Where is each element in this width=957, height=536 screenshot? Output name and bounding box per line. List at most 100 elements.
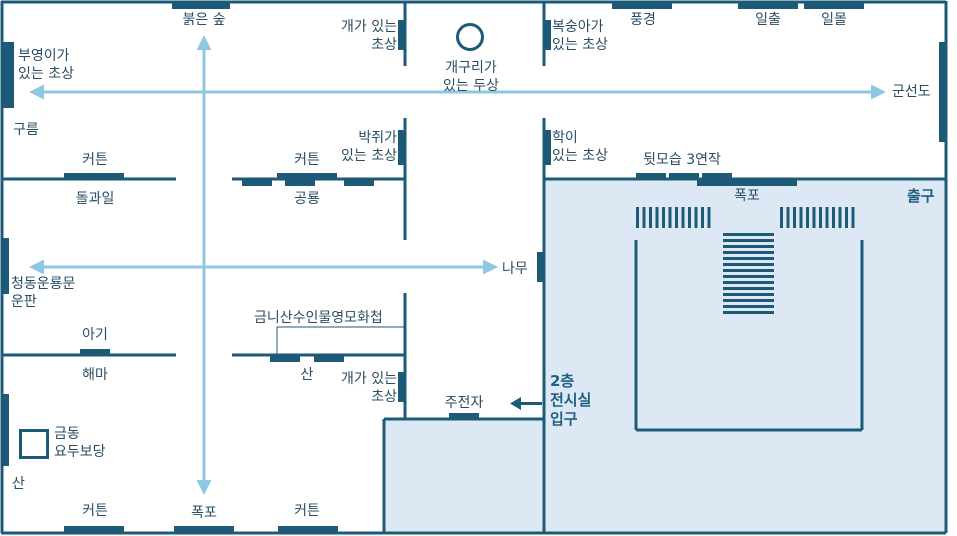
display-case-stripe	[723, 275, 774, 278]
callout-leader-line	[276, 326, 405, 356]
label-san-left: 산	[12, 476, 25, 492]
display-case-stripe	[688, 207, 691, 228]
display-case-stripe	[851, 207, 855, 228]
label-namu: 나무	[502, 261, 528, 277]
display-case-stripe	[723, 305, 774, 308]
display-case-stripe	[723, 311, 774, 314]
label-san-mid: 산	[300, 367, 314, 383]
display-case-stripe	[642, 207, 646, 228]
artwork-mark	[537, 252, 544, 282]
artwork-mark	[804, 2, 864, 9]
display-case-stripe	[793, 207, 796, 228]
label-buyeong: 부영이가 있는 초상	[18, 48, 74, 82]
artwork-mark	[398, 20, 405, 50]
artwork-mark	[398, 372, 405, 402]
label-pokpo-bottom: 폭포	[191, 505, 217, 521]
artwork-mark	[449, 413, 479, 420]
display-case-stripe	[675, 207, 678, 228]
artwork-mark	[544, 20, 551, 50]
label-gaeguri: 개구리가 있는 두상	[443, 60, 499, 94]
label-gongnyong: 공룡	[294, 191, 320, 207]
label-ilmol: 일몰	[821, 12, 847, 28]
display-case-stripe	[838, 207, 842, 228]
label-bakjwi: 박쥐가 있는 초상	[341, 130, 397, 164]
display-case-stripe	[662, 207, 665, 228]
display-case-stripe	[723, 233, 774, 236]
display-case-left	[636, 207, 711, 228]
label-jujeonja: 주전자	[444, 395, 484, 411]
display-case-stripe	[723, 269, 774, 272]
display-case-stripe	[786, 207, 790, 228]
display-case-stripe	[832, 207, 835, 228]
label-gae-top: 개가 있는 초상	[341, 19, 397, 53]
artwork-mark	[738, 2, 798, 9]
entrance-arrow-shaft	[520, 402, 542, 405]
artwork-mark	[80, 349, 110, 356]
label-hak: 학이 있는 초상	[552, 130, 608, 164]
artwork-mark	[64, 173, 124, 180]
label-ilchul: 일출	[755, 12, 781, 28]
label-gunseondo: 군선도	[892, 84, 931, 100]
label-entrance-2f: 2층 전시실 입구	[550, 372, 592, 428]
label-pokpo-top: 폭포	[734, 188, 760, 204]
display-case-stripe	[845, 207, 848, 228]
display-case-right	[780, 207, 855, 228]
artwork-mark	[2, 42, 14, 108]
artwork-mark	[697, 179, 797, 186]
label-punggyeong: 풍경	[630, 12, 656, 28]
artwork-mark	[277, 173, 337, 180]
artwork-mark	[174, 526, 234, 533]
artwork-mark	[398, 130, 405, 165]
artwork-mark	[314, 355, 344, 362]
artwork-mark	[285, 179, 315, 186]
label-dwinmoseup: 뒷모습 3연작	[643, 152, 721, 168]
display-case-stripe	[668, 207, 672, 228]
display-case-center	[723, 233, 774, 314]
exhibition-hall-fill	[544, 180, 946, 533]
label-dolgwail: 돌과일	[75, 191, 115, 207]
artwork-mark	[242, 179, 272, 186]
display-case-stripe	[723, 293, 774, 296]
display-case-stripe	[723, 299, 774, 302]
artwork-mark	[636, 173, 666, 180]
artwork-mark	[612, 2, 672, 9]
display-case-stripe	[655, 207, 659, 228]
label-agi: 아기	[82, 327, 108, 343]
label-geumni: 금니산수인물영모화첩	[254, 310, 383, 326]
label-bulgeun-sup: 붉은 숲	[182, 12, 226, 28]
label-cheongdong: 청동운룡문 운판	[11, 276, 76, 310]
circle-icon	[456, 23, 484, 51]
artwork-mark	[939, 42, 946, 142]
label-geumdong: 금동 요두보당	[54, 426, 106, 460]
label-gae-bottom: 개가 있는 초상	[341, 371, 397, 405]
display-case-stripe	[825, 207, 829, 228]
display-case-stripe	[694, 207, 698, 228]
artwork-mark	[344, 179, 374, 186]
display-case-stripe	[799, 207, 803, 228]
display-case-stripe	[649, 207, 652, 228]
display-case-stripe	[701, 207, 704, 228]
display-case-stripe	[707, 207, 711, 228]
display-case-stripe	[723, 239, 774, 242]
label-curtain-bottom-left: 커튼	[82, 503, 108, 519]
display-case-stripe	[636, 207, 639, 228]
display-case-stripe	[681, 207, 685, 228]
entrance-arrow-head	[510, 397, 521, 410]
label-boksunga: 복숭아가 있는 초상	[552, 19, 608, 53]
display-case-stripe	[806, 207, 809, 228]
display-case-stripe	[812, 207, 816, 228]
artwork-mark	[270, 355, 300, 362]
display-case-stripe	[819, 207, 822, 228]
display-case-stripe	[723, 281, 774, 284]
artwork-mark	[669, 173, 699, 180]
artwork-mark	[2, 394, 9, 466]
display-case-stripe	[723, 257, 774, 260]
square-icon	[19, 429, 49, 459]
label-curtain-mid-top: 커튼	[294, 152, 320, 168]
artwork-mark	[544, 130, 551, 165]
entrance-room-fill	[384, 419, 544, 533]
artwork-mark	[702, 173, 732, 180]
artwork-mark	[2, 238, 9, 294]
artwork-mark	[64, 526, 124, 533]
